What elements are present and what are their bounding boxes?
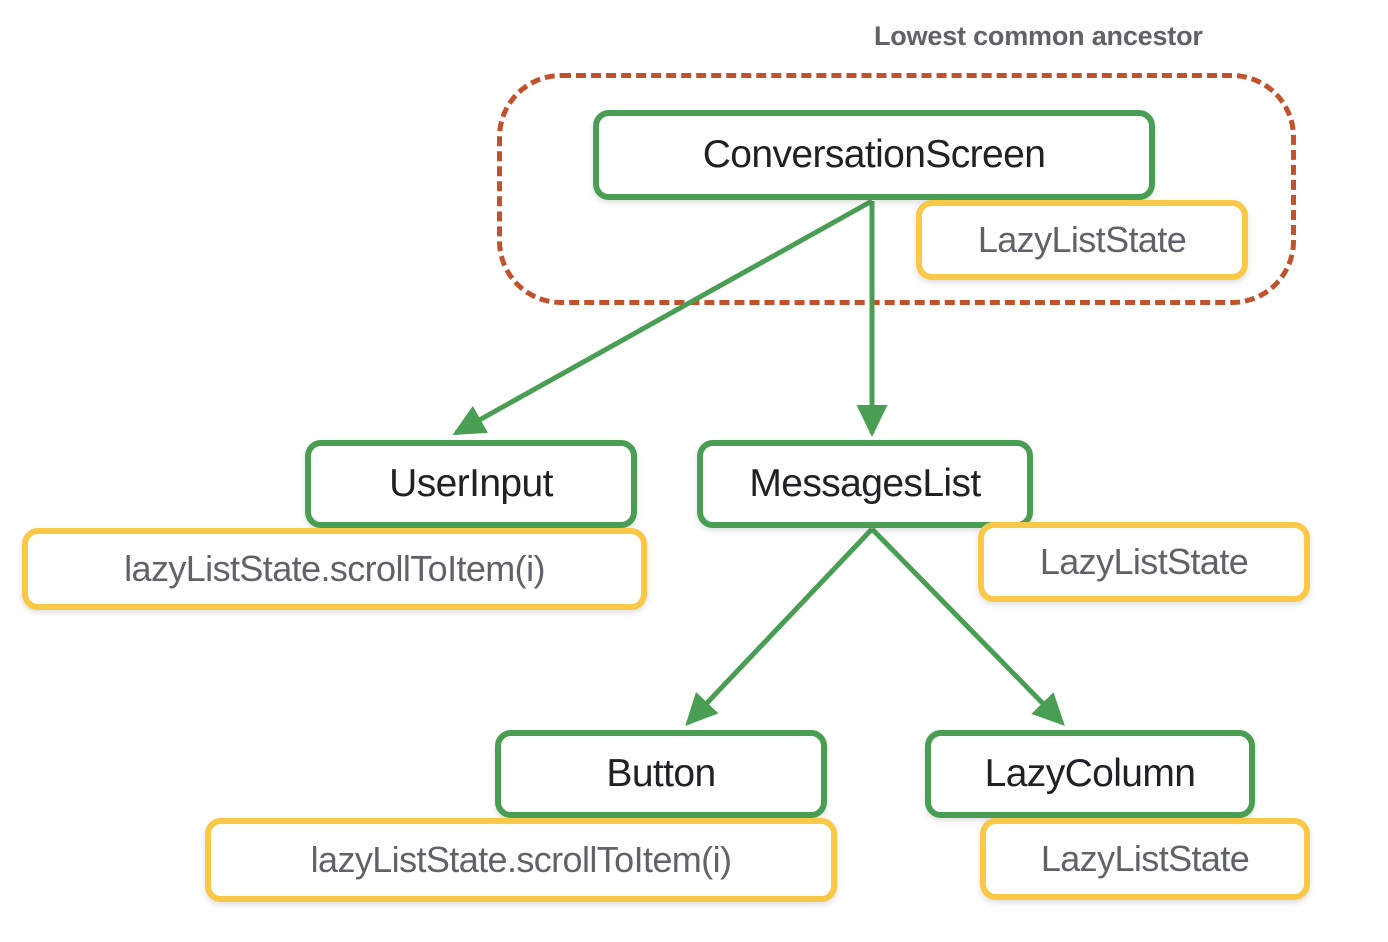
node-button[interactable]: Button (495, 730, 827, 818)
lowest-common-ancestor-label: Lowest common ancestor (874, 21, 1203, 51)
badge-user-input-state[interactable]: lazyListState.scrollToItem(i) (22, 528, 647, 610)
node-conversation-screen[interactable]: ConversationScreen (593, 110, 1155, 200)
badge-conversation-screen-state[interactable]: LazyListState (916, 200, 1248, 280)
badge-messages-list-state[interactable]: LazyListState (978, 522, 1310, 602)
node-user-input[interactable]: UserInput (305, 440, 637, 528)
edge-messageslist-to-button (685, 527, 874, 726)
node-messages-list[interactable]: MessagesList (697, 440, 1033, 528)
badge-button-state[interactable]: lazyListState.scrollToItem(i) (205, 818, 837, 902)
badge-lazy-column-state[interactable]: LazyListState (980, 818, 1310, 900)
lowest-common-ancestor-group (497, 73, 1296, 305)
node-lazy-column[interactable]: LazyColumn (925, 730, 1255, 818)
